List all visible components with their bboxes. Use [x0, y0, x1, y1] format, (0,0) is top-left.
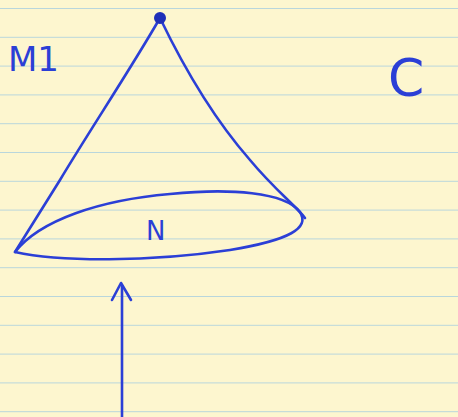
apex-dot [154, 12, 166, 24]
handwritten-label: N [146, 218, 165, 244]
arrow-head [112, 283, 131, 300]
arrow-shaft [121, 286, 124, 417]
cone-sketch [15, 18, 305, 417]
handwritten-label: C [388, 52, 424, 104]
handwritten-label: M1 [8, 42, 59, 76]
cone-base-ellipse [15, 191, 302, 259]
cone-right-side [160, 18, 305, 218]
